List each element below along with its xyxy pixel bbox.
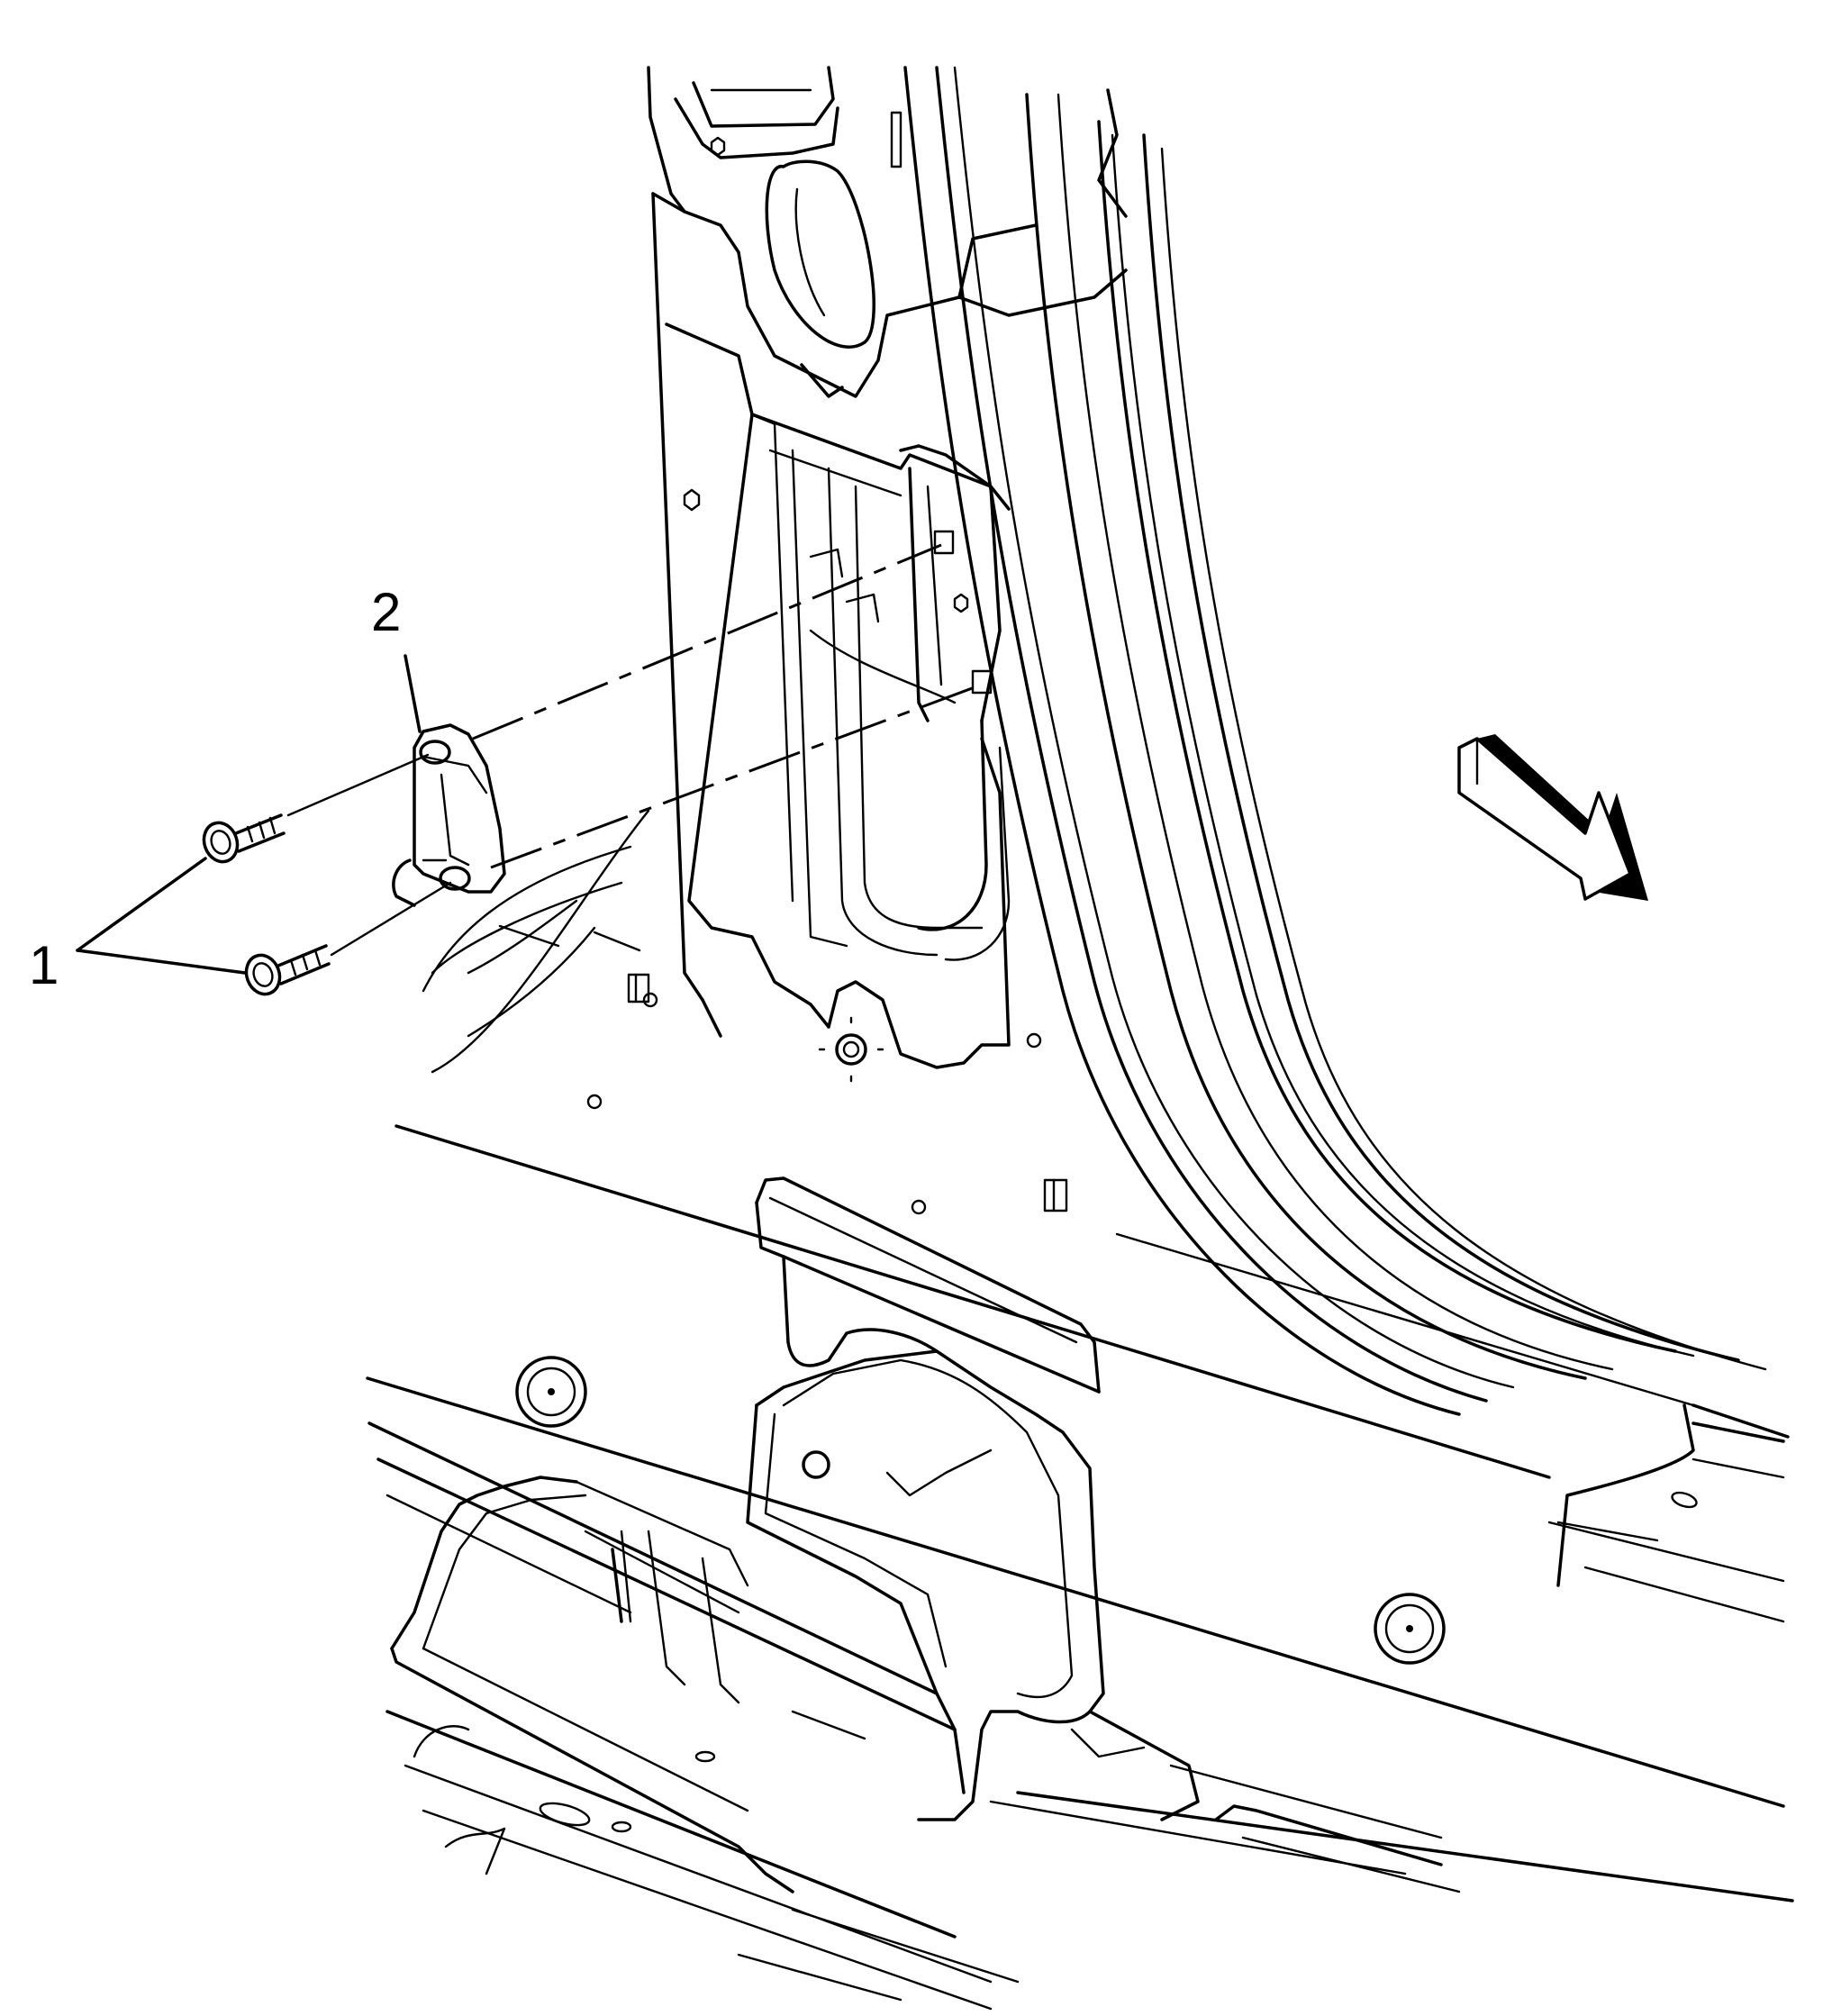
front-arrow-icon [1457,734,1648,901]
leader-lines [76,654,422,975]
installation-lines [286,543,983,957]
bolt-lower [244,944,331,996]
bolt-upper [202,813,286,864]
callout-2-label: 2 [371,582,401,642]
bracket [392,723,506,907]
callout-1-label: 1 [29,935,59,995]
bolts [202,813,331,996]
rocker-and-floor [366,1124,1794,2011]
b-pillar [422,66,1767,1416]
